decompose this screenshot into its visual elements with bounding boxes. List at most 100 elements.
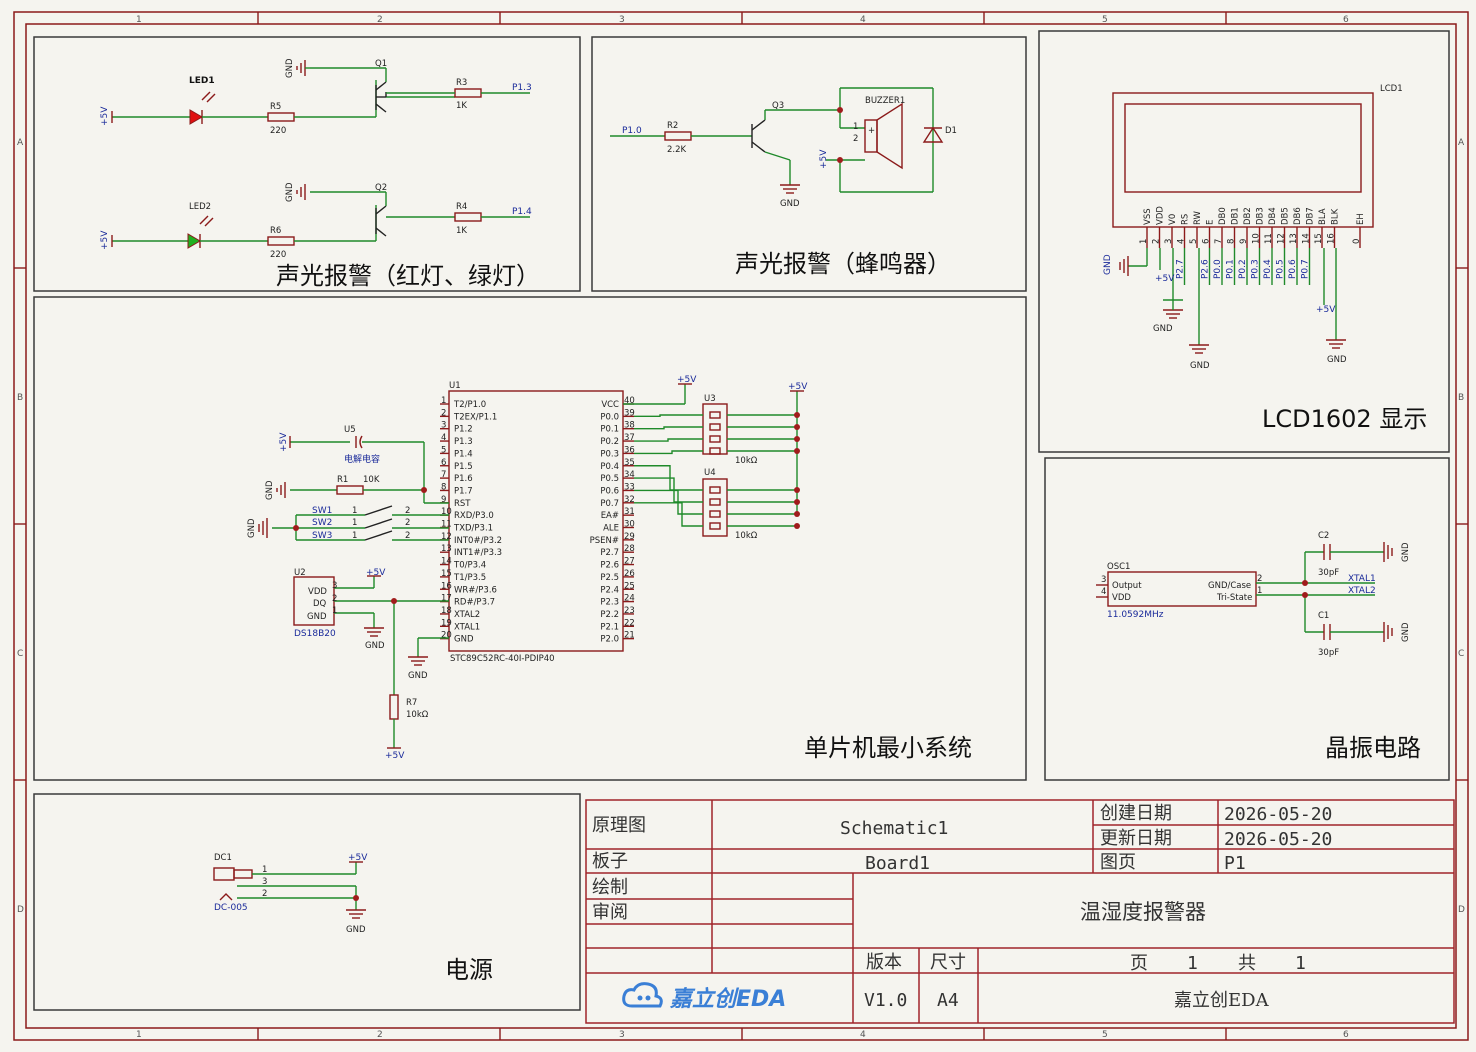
u2-pin2: 2 <box>332 594 337 604</box>
mcu-vcc: +5V <box>677 375 697 385</box>
u2-part: DS18B20 <box>294 629 336 639</box>
lcd-net-label: P0.7 <box>1301 259 1311 279</box>
mcu-right-pin-name: P2.7 <box>600 548 619 558</box>
dc-part: DC-005 <box>214 903 248 913</box>
mcu-left-pin-number: 4 <box>441 433 446 443</box>
mcu-left-pin-name: P1.3 <box>454 437 473 447</box>
mcu-left-pin-name: WR#/P3.6 <box>454 585 497 595</box>
tb-updated-value: 2026-05-20 <box>1224 829 1332 850</box>
mcu-left-pin-name: RXD/P3.0 <box>454 511 494 521</box>
lcd-pin-name: RW <box>1193 210 1203 225</box>
mcu-left-pin-number: 16 <box>441 581 452 591</box>
mcu-left-pin-name: XTAL2 <box>454 610 480 620</box>
mcu-left-pin-name: P1.6 <box>454 474 473 484</box>
zone-row-d-left: D <box>17 905 24 915</box>
p0-net-wire <box>634 438 703 442</box>
zone-row-a-right: A <box>1458 138 1465 148</box>
sw3-ref: SW3 <box>312 531 332 541</box>
mcu-right-pin-number: 26 <box>624 569 635 579</box>
tb-logo: 嘉立创EDA <box>669 986 786 1012</box>
mcu-right-pin-number: 24 <box>624 594 635 604</box>
mcu-left-pin-name: T1/P3.5 <box>453 573 486 583</box>
dc-pin2: 2 <box>262 889 267 899</box>
lcd-pin-number: 14 <box>1302 233 1312 244</box>
sw2-pin1: 1 <box>352 518 357 528</box>
tb-sheet-number: 1 <box>1187 953 1198 974</box>
sw2-ref: SW2 <box>312 518 332 528</box>
r7-value: 10kΩ <box>406 710 429 720</box>
lcd-pin-name: DB5 <box>1281 207 1291 225</box>
osc-ref: OSC1 <box>1107 562 1130 572</box>
lcd-bla-vcc: +5V <box>1316 305 1336 315</box>
mcu-right-pin-number: 32 <box>624 495 635 505</box>
mcu-left-pin-name: XTAL1 <box>454 622 480 632</box>
tb-version-label: 版本 <box>866 952 902 973</box>
resistor-array-junctions <box>794 412 800 529</box>
rn-resistor <box>709 435 721 443</box>
buzzer-pin2: 2 <box>853 134 858 144</box>
mcu-left-pin-number: 8 <box>441 482 446 492</box>
zone-row-c-left: C <box>17 649 23 659</box>
zone-col-2-bottom: 2 <box>377 1030 383 1040</box>
lcd-gnd-left: GND <box>1103 254 1113 275</box>
mcu-right-pin-name: P2.5 <box>600 573 619 583</box>
rn-junction <box>794 424 800 430</box>
mcu-right-pin-number: 36 <box>624 445 635 455</box>
mcu-left-pin-number: 13 <box>441 544 452 554</box>
tb-total-number: 1 <box>1295 953 1306 974</box>
mcu-left-pin-name: P1.4 <box>454 449 473 459</box>
sw1-ref: SW1 <box>312 506 332 516</box>
osc-pin1: 1 <box>1257 586 1262 596</box>
rn-junction <box>794 499 800 505</box>
r5-ref: R5 <box>270 102 281 112</box>
panel-title-led-alarm: 声光报警（红灯、绿灯） <box>276 262 540 290</box>
zone-row-a-left: A <box>17 138 24 148</box>
lcd-pin-name: DB1 <box>1231 207 1241 225</box>
lcd-pin-name: DB2 <box>1243 207 1253 225</box>
tb-created-label: 创建日期 <box>1100 803 1172 824</box>
u2-pin3: 3 <box>332 581 337 591</box>
u2-ref: U2 <box>294 568 306 578</box>
mcu-right-pin-name: PSEN# <box>590 536 619 546</box>
mcu-right-pin-name: P0.4 <box>600 462 619 472</box>
rn-junction <box>794 523 800 529</box>
u4-ref: U4 <box>704 468 716 478</box>
mcu-left-pin-number: 14 <box>441 557 452 567</box>
r1-ref: R1 <box>337 475 348 485</box>
lcd-pin-group: VSS1VDD2V03RS4RW5E6DB07DB18DB29DB310DB41… <box>1139 206 1366 285</box>
zone-col-5-bottom: 5 <box>1102 1030 1108 1040</box>
mcu-left-pin-name: INT0#/P3.2 <box>454 536 502 546</box>
rn-resistor <box>709 411 721 419</box>
mcu-left-pin-name: RST <box>454 499 471 509</box>
sheet-outer-border <box>13 11 1469 1041</box>
mcu-right-pin-name: VCC <box>601 400 619 410</box>
mcu-right-pin-name: P0.5 <box>600 474 619 484</box>
osc-pin3: 3 <box>1101 575 1106 585</box>
tb-review-label: 审阅 <box>592 902 628 923</box>
panel-mcu <box>33 296 1027 781</box>
lcd-pin-name: DB3 <box>1256 207 1266 225</box>
mcu-right-pin-number: 33 <box>624 482 635 492</box>
lcd-body <box>1112 92 1374 228</box>
zone-col-4-bottom: 4 <box>860 1030 866 1040</box>
lcd-pin-name: BLA <box>1318 208 1328 225</box>
sw1-pin2: 2 <box>405 506 410 516</box>
mcu-left-pin-number: 5 <box>441 445 446 455</box>
zone-col-1-bottom: 1 <box>136 1030 142 1040</box>
panel-power <box>33 793 581 1011</box>
p0-net-wire <box>634 450 703 455</box>
power-vcc: +5V <box>348 853 368 863</box>
d1-ref: D1 <box>945 126 957 136</box>
r2-ref: R2 <box>667 121 678 131</box>
mcu-right-pin-number: 40 <box>624 396 635 406</box>
r6-ref: R6 <box>270 226 281 236</box>
net-p14: P1.4 <box>512 207 532 217</box>
led1-ref: LED1 <box>189 76 215 86</box>
power-gnd: GND <box>346 925 366 935</box>
tb-schematic-label: 原理图 <box>592 815 646 836</box>
lcd-pin-number: 1 <box>1139 239 1149 244</box>
sw1-pin1: 1 <box>352 506 357 516</box>
lcd-net-label: P0.5 <box>1276 259 1286 279</box>
led2-symbol <box>187 233 201 249</box>
mcu-right-pin-name: ALE <box>603 524 619 534</box>
